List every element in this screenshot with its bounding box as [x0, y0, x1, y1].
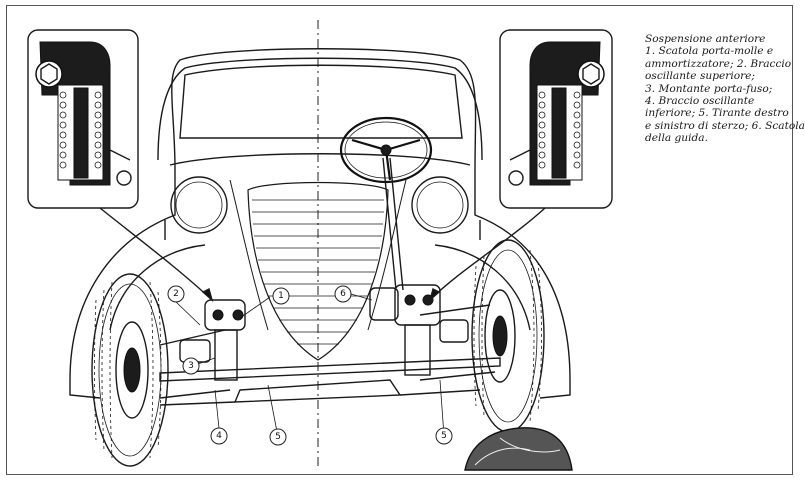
- caption-line: della guida.: [645, 132, 708, 145]
- callout-leaders: [175, 293, 445, 438]
- caption-line: inferiore; 5. Tirante destro: [645, 107, 789, 120]
- car-body: [69, 48, 571, 399]
- illustration-frame: [6, 5, 793, 475]
- tyre-left: [91, 273, 169, 467]
- callout-5-left: 5: [269, 428, 287, 446]
- headlamp-left: [170, 176, 228, 234]
- inset-leader-left: [99, 207, 214, 303]
- callout-3: 3: [182, 357, 200, 375]
- caption-line: 1. Scatola porta-molle e: [645, 45, 774, 58]
- caption-line: 3. Montante porta-fuso;: [645, 82, 773, 95]
- callout-5-left-label: 5: [275, 432, 281, 442]
- inset-detail-left: [27, 29, 139, 209]
- caption-block: Sospensione anteriore 1. Scatola porta-m…: [645, 33, 805, 145]
- caption-line: ammortizzatore; 2. Braccio: [645, 57, 792, 70]
- callout-5-right-label: 5: [441, 431, 447, 441]
- callout-6: 6: [334, 285, 352, 303]
- caption-title: Sospensione anteriore: [645, 33, 766, 45]
- front-crossmember: [159, 304, 501, 406]
- callout-3-label: 3: [188, 361, 194, 371]
- steering-column: [382, 157, 404, 291]
- tyre-right: [471, 239, 545, 433]
- radiator-grille: [229, 179, 407, 361]
- callout-1-label: 1: [278, 291, 284, 301]
- inset-detail-right: [499, 29, 613, 209]
- caption-line: oscillante superiore;: [645, 70, 755, 83]
- inset-leader-right: [428, 207, 546, 303]
- caption-line: 4. Braccio oscillante: [645, 95, 755, 108]
- callout-4: 4: [210, 427, 228, 445]
- caption-line: e sinistro di sterzo; 6. Scatola: [645, 119, 805, 132]
- headlamp-right: [411, 176, 469, 234]
- callout-5-right: 5: [435, 427, 453, 445]
- steering-wheel: [339, 116, 433, 184]
- callout-6-label: 6: [340, 289, 346, 299]
- leaves-pile: [464, 427, 573, 471]
- callout-2-label: 2: [173, 289, 179, 299]
- callout-1: 1: [272, 287, 290, 305]
- callout-4-label: 4: [216, 431, 222, 441]
- callout-2: 2: [167, 285, 185, 303]
